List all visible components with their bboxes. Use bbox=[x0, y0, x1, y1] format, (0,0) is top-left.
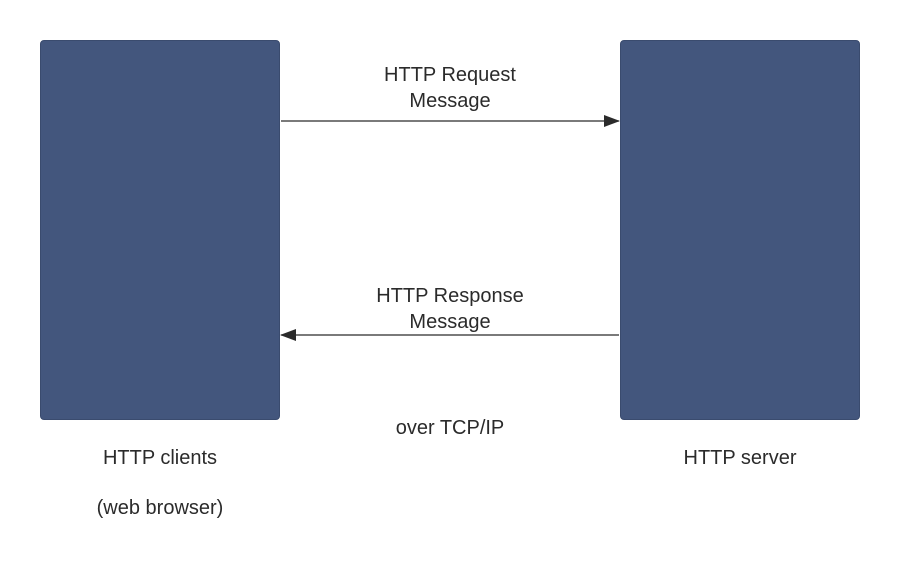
transport-label: over TCP/IP bbox=[395, 417, 505, 439]
request-label-line1: HTTP Request bbox=[384, 64, 516, 86]
response-edge-label: HTTP Response Message bbox=[340, 283, 560, 335]
response-label-line2: Message bbox=[409, 311, 491, 333]
request-label-line2: Message bbox=[409, 90, 491, 112]
response-label-line1: HTTP Response bbox=[376, 285, 524, 307]
http-client-node bbox=[40, 40, 280, 420]
server-label: HTTP server bbox=[683, 447, 797, 469]
http-server-node bbox=[620, 40, 860, 420]
request-edge-label: HTTP Request Message bbox=[340, 62, 560, 114]
client-label: HTTP clients bbox=[102, 447, 218, 469]
client-sublabel: (web browser) bbox=[96, 497, 224, 519]
